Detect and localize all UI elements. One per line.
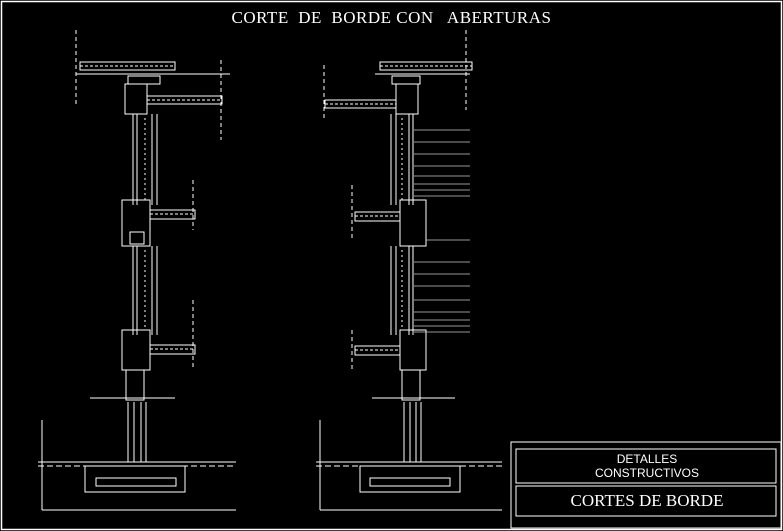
right-section-drawing (316, 30, 502, 511)
title-block (510, 441, 782, 529)
title-block-name: CORTES DE BORDE (570, 491, 724, 510)
drawing-title: CORTE DE BORDE CON ABERTURAS (231, 8, 552, 27)
title-block-category: DETALLES CONSTRUCTIVOS (519, 452, 775, 483)
annotation-leaders (414, 129, 470, 333)
title-block-line2: CONSTRUCTIVOS (594, 466, 699, 480)
title-block-line1: DETALLES (616, 452, 678, 466)
left-section-drawing (38, 30, 236, 511)
